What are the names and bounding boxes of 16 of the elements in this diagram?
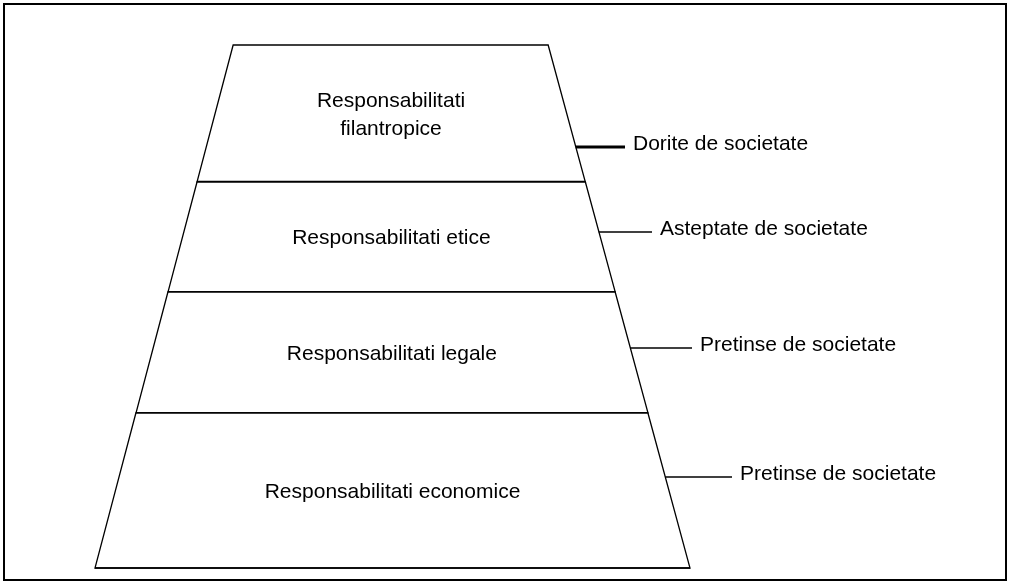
band-label: Responsabilitati economice xyxy=(263,477,522,504)
pyramid-band xyxy=(167,182,616,292)
pyramid-band xyxy=(95,413,690,568)
leader-line xyxy=(598,231,653,233)
side-label: Pretinse de societate xyxy=(700,330,897,358)
side-label: Asteptate de societate xyxy=(660,214,868,242)
band-label: Responsabilitati filantropice xyxy=(315,86,467,141)
side-label: Pretinse de societate xyxy=(740,459,937,487)
side-label: Dorite de societate xyxy=(633,129,809,157)
leader-line xyxy=(575,145,625,149)
band-label: Responsabilitati legale xyxy=(285,339,498,366)
pyramid-band xyxy=(196,45,586,182)
band-label: Responsabilitati etice xyxy=(291,224,492,250)
leader-line xyxy=(664,476,733,478)
pyramid-band xyxy=(135,292,648,413)
leader-line xyxy=(629,347,693,349)
